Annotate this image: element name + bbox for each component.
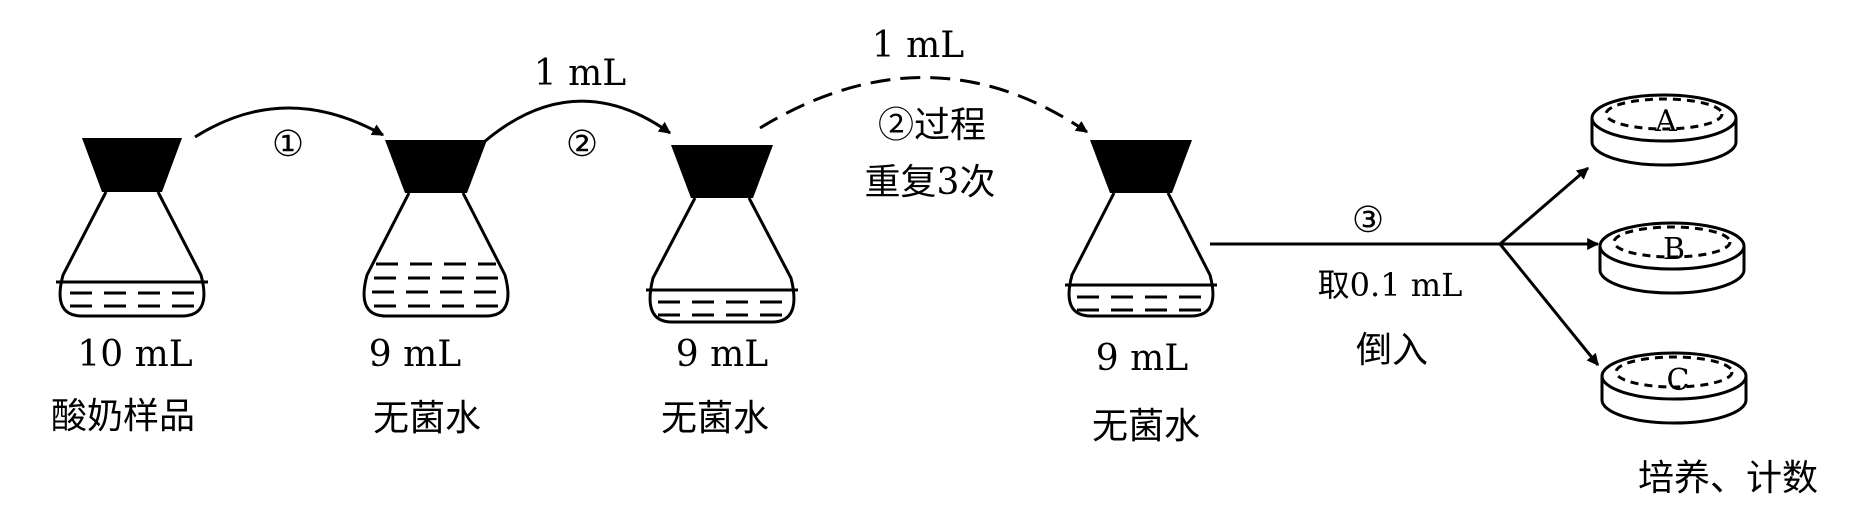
step2-mark: ② bbox=[566, 124, 598, 165]
flask-content-label: 无菌水 bbox=[1092, 406, 1200, 447]
petri-dish-c bbox=[1600, 351, 1748, 425]
flask-content-label: 无菌水 bbox=[661, 398, 769, 439]
step1-mark: ① bbox=[272, 124, 304, 165]
repeat-line2: 重复3次 bbox=[865, 162, 996, 203]
flask-sterile-water-2 bbox=[646, 145, 798, 324]
branch-arrow-c bbox=[1498, 243, 1600, 366]
petri-dish-a bbox=[1590, 93, 1738, 167]
flask-stopper bbox=[1090, 140, 1192, 193]
dish-label-b: B bbox=[1663, 232, 1685, 267]
dish-label-a: A bbox=[1654, 104, 1677, 139]
flask-body bbox=[1067, 192, 1215, 318]
flask-body bbox=[648, 197, 796, 324]
flask-sterile-water-1 bbox=[362, 140, 510, 318]
dish-lid bbox=[1612, 225, 1732, 259]
petri-dish-b bbox=[1598, 221, 1746, 295]
flask-content-label: 无菌水 bbox=[373, 398, 481, 439]
flask-sterile-water-3 bbox=[1065, 140, 1217, 318]
step2-volume: 1 mL bbox=[534, 53, 626, 94]
flask-stopper bbox=[671, 145, 773, 198]
repeat-line1: ②过程 bbox=[878, 105, 986, 146]
flask-volume-label: 9 mL bbox=[1096, 338, 1188, 379]
dish-lid bbox=[1614, 355, 1734, 389]
dish-label-c: C bbox=[1667, 363, 1690, 398]
flask-sample bbox=[56, 138, 208, 318]
step3-line1: 取0.1 mL bbox=[1318, 266, 1463, 304]
branch-arrow-a bbox=[1499, 166, 1589, 246]
flask-volume-label: 10 mL bbox=[77, 334, 192, 375]
dish-lid bbox=[1604, 97, 1724, 131]
flask-stopper bbox=[385, 140, 487, 193]
flask-body bbox=[58, 191, 206, 318]
transfer-arrow-2 bbox=[483, 99, 671, 144]
step3-line2: 倒入 bbox=[1356, 330, 1428, 371]
repeat-volume: 1 mL bbox=[872, 25, 964, 66]
flask-volume-label: 9 mL bbox=[369, 334, 461, 375]
transfer-arrow-1 bbox=[194, 106, 385, 139]
flask-stopper bbox=[82, 138, 182, 192]
flask-body bbox=[362, 192, 510, 318]
flask-volume-label: 9 mL bbox=[676, 334, 768, 375]
step3-mark: ③ bbox=[1352, 200, 1384, 241]
flask-content-label: 酸奶样品 bbox=[51, 396, 195, 437]
final-label: 培养、计数 bbox=[1638, 458, 1818, 499]
